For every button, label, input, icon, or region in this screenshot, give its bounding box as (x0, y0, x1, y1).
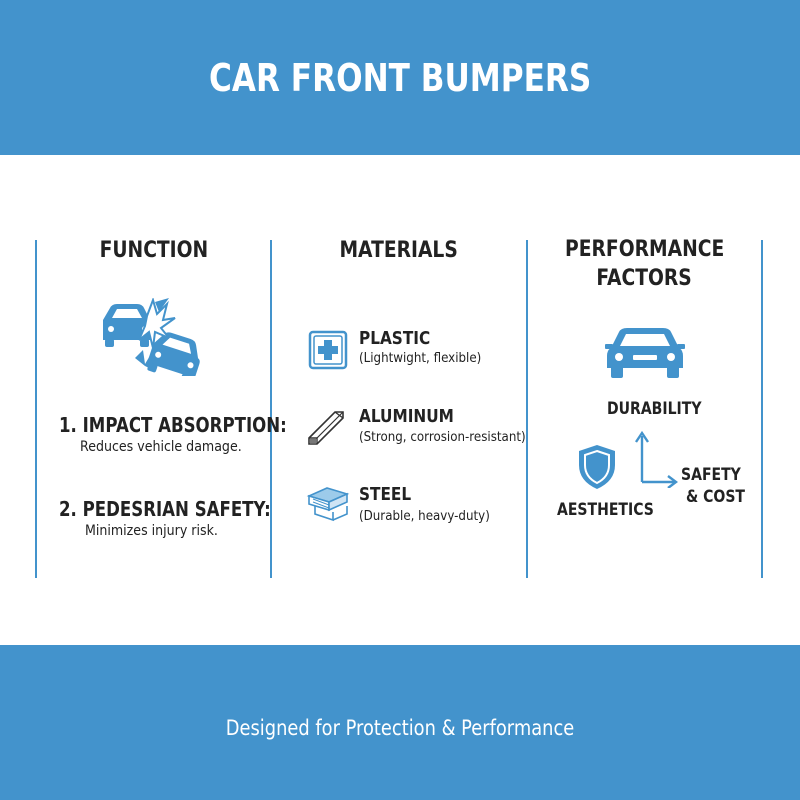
material-steel-description: (Durable, heavy-duty) (359, 508, 490, 524)
header-banner: CAR FRONT BUMPERS (0, 0, 800, 155)
material-steel-name: STEEL (359, 484, 412, 505)
performance-title: PERFORMANCE FACTORS (564, 237, 725, 291)
footer-tagline: Designed for Protection & Performance (225, 715, 575, 740)
shield-icon (579, 445, 615, 489)
divider-2 (526, 240, 528, 578)
footer-banner: Designed for Protection & Performance (0, 645, 800, 800)
car-front-icon (605, 328, 685, 378)
function-item-2-heading: 2. PEDESRIAN SAFETY: (59, 497, 271, 521)
car-collision-icon (103, 298, 200, 376)
safety-label-line1: SAFETY (681, 465, 741, 484)
axis-arrows-icon (635, 430, 678, 488)
divider-left (35, 240, 37, 578)
function-title: FUNCTION (99, 238, 208, 263)
divider-right (761, 240, 763, 578)
aluminum-beam-icon (308, 411, 344, 445)
material-plastic-name: PLASTIC (359, 328, 431, 349)
plastic-cross-icon (308, 330, 348, 370)
safety-label-line2: & COST (686, 487, 746, 506)
function-item-2-description: Minimizes injury risk. (85, 523, 218, 539)
steel-beam-icon (306, 487, 350, 522)
function-item-1-heading: 1. IMPACT ABSORPTION: (59, 413, 287, 437)
function-item-1-description: Reduces vehicle damage. (80, 439, 242, 455)
aesthetics-label: AESTHETICS (557, 500, 654, 519)
divider-1 (270, 240, 272, 578)
material-aluminum-name: ALUMINUM (359, 406, 454, 427)
durability-label: DURABILITY (607, 399, 702, 418)
material-aluminum-description: (Strong, corrosion-resistant) (359, 429, 526, 445)
page-title: CAR FRONT BUMPERS (208, 55, 592, 100)
material-plastic-description: (Lightwight, flexible) (359, 350, 482, 366)
materials-title: MATERIALS (339, 238, 459, 263)
